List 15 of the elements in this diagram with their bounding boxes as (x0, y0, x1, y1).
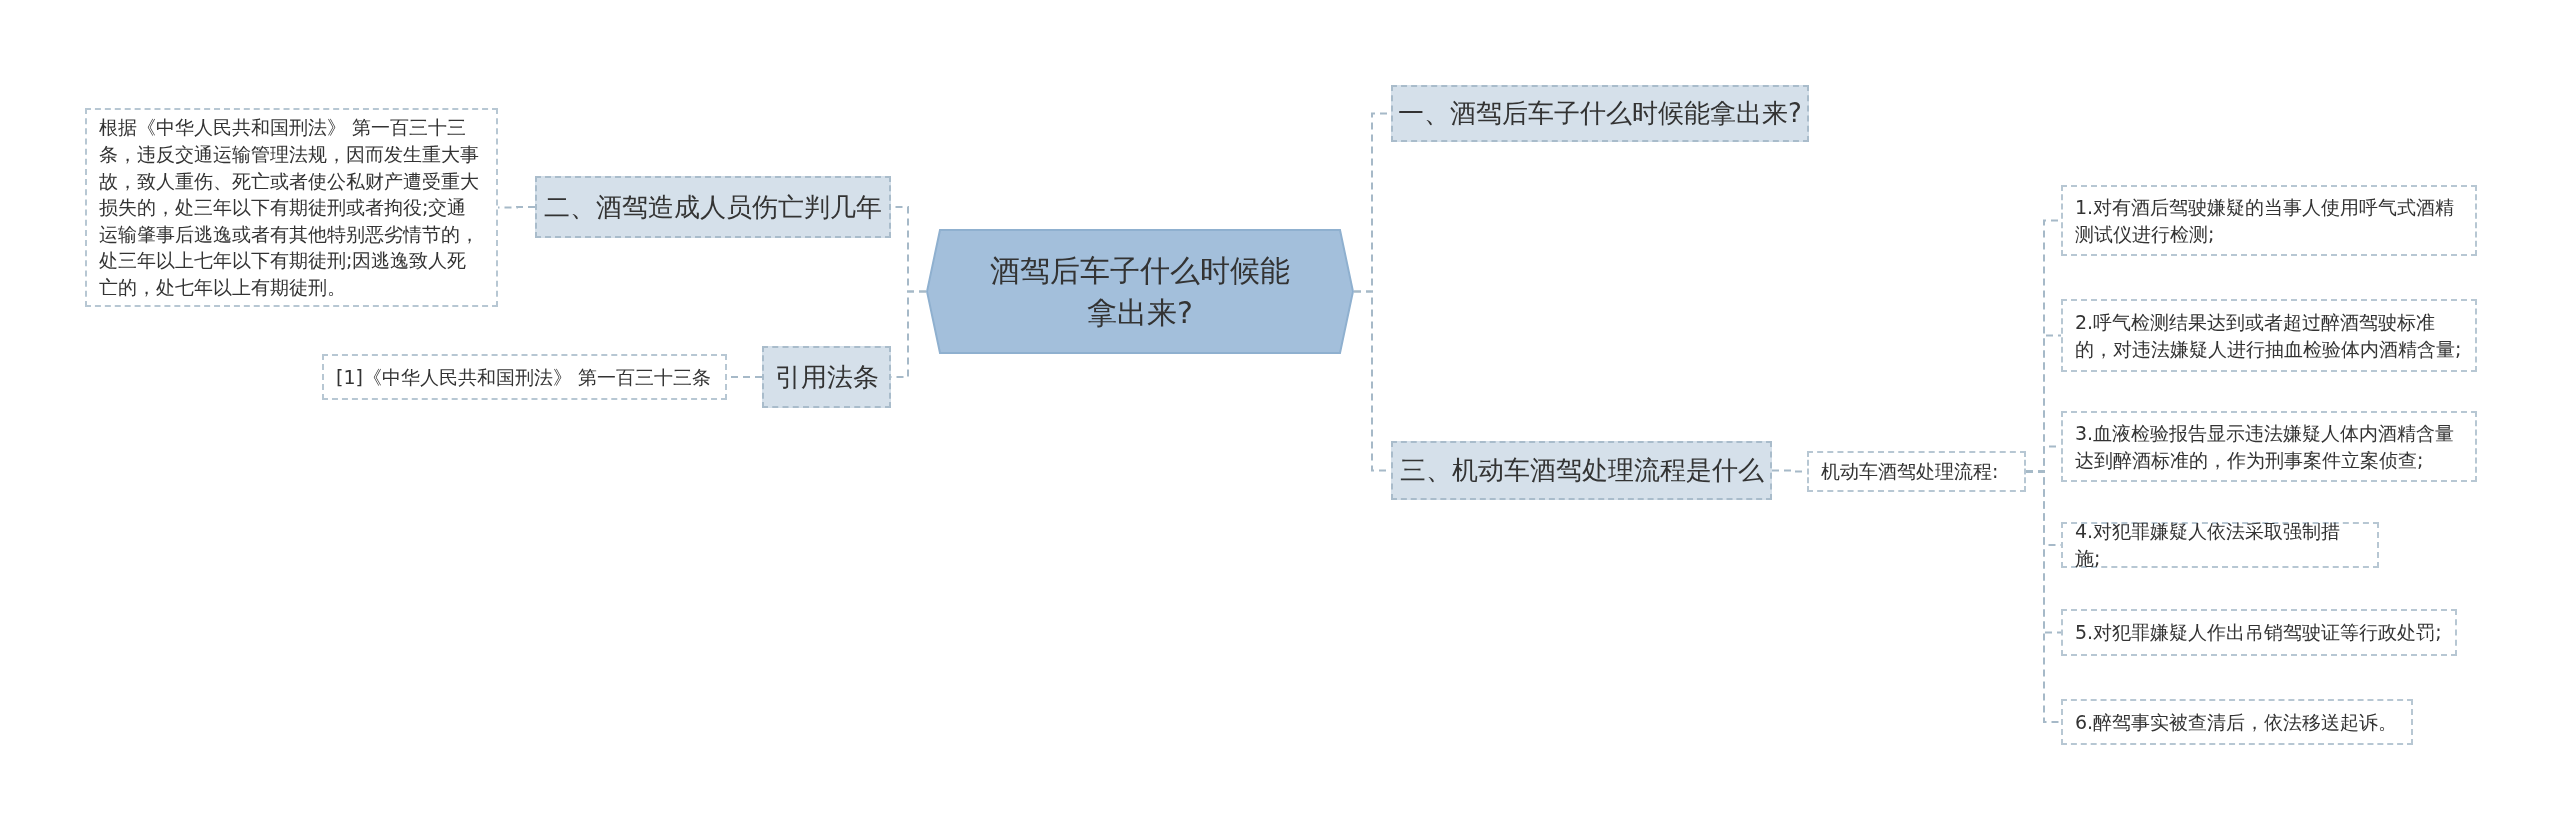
subtopic-box: 5.对犯罪嫌疑人作出吊销驾驶证等行政处罚; (2061, 609, 2457, 656)
subtopic-box: [1]《中华人民共和国刑法》 第一百三十三条 (322, 354, 727, 400)
central-topic-hexagon: 酒驾后车子什么时候能拿出来? (926, 229, 1354, 354)
subtopic-box: 4.对犯罪嫌疑人依法采取强制措施; (2061, 522, 2379, 568)
topic-box: 一、酒驾后车子什么时候能拿出来? (1391, 85, 1809, 142)
subtopic-box: 根据《中华人民共和国刑法》 第一百三十三条，违反交通运输管理法规，因而发生重大事故，致人重伤、死亡或者使公私财产遭受重大损失的，处三年以下有期徒刑或者拘役;交通运输肇事后逃逸或者有其他特别恶劣情节的，处三年以上七年以下有期徒刑;因逃逸致人死亡的，处七年以上有期徒刑。 (85, 108, 498, 307)
subtopic-box: 1.对有酒后驾驶嫌疑的当事人使用呼气式酒精测试仪进行检测; (2061, 185, 2477, 256)
topic-box: 三、机动车酒驾处理流程是什么 (1391, 441, 1772, 500)
topic-box: 引用法条 (762, 346, 891, 408)
subtopic-box: 3.血液检验报告显示违法嫌疑人体内酒精含量达到醉酒标准的，作为刑事案件立案侦查; (2061, 411, 2477, 482)
connector-line (2025, 470, 2062, 723)
subtopic-box: 6.醉驾事实被查清后，依法移送起诉。 (2061, 699, 2413, 745)
topic-box: 二、酒驾造成人员伤亡判几年 (535, 176, 891, 238)
subtopic-box: 2.呼气检测结果达到或者超过醉酒驾驶标准的，对违法嫌疑人进行抽血检验体内酒精含量; (2061, 299, 2477, 372)
subtopic-box: 机动车酒驾处理流程: (1807, 451, 2026, 492)
